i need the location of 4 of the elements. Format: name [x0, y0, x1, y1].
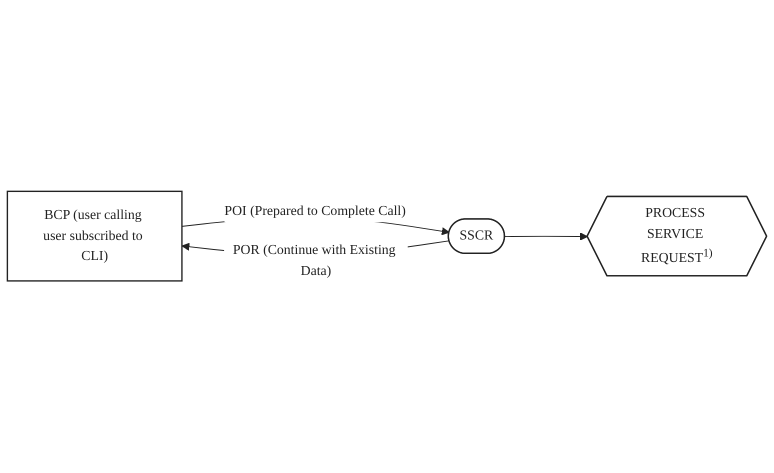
edge-label: POI (Prepared to Complete Call) — [224, 204, 406, 219]
arrow — [504, 232, 588, 241]
node-box: BCP (user calling user subscribed to CLI) — [6, 190, 183, 282]
edge-label: POR (Continue with Existing Data) — [232, 242, 396, 278]
